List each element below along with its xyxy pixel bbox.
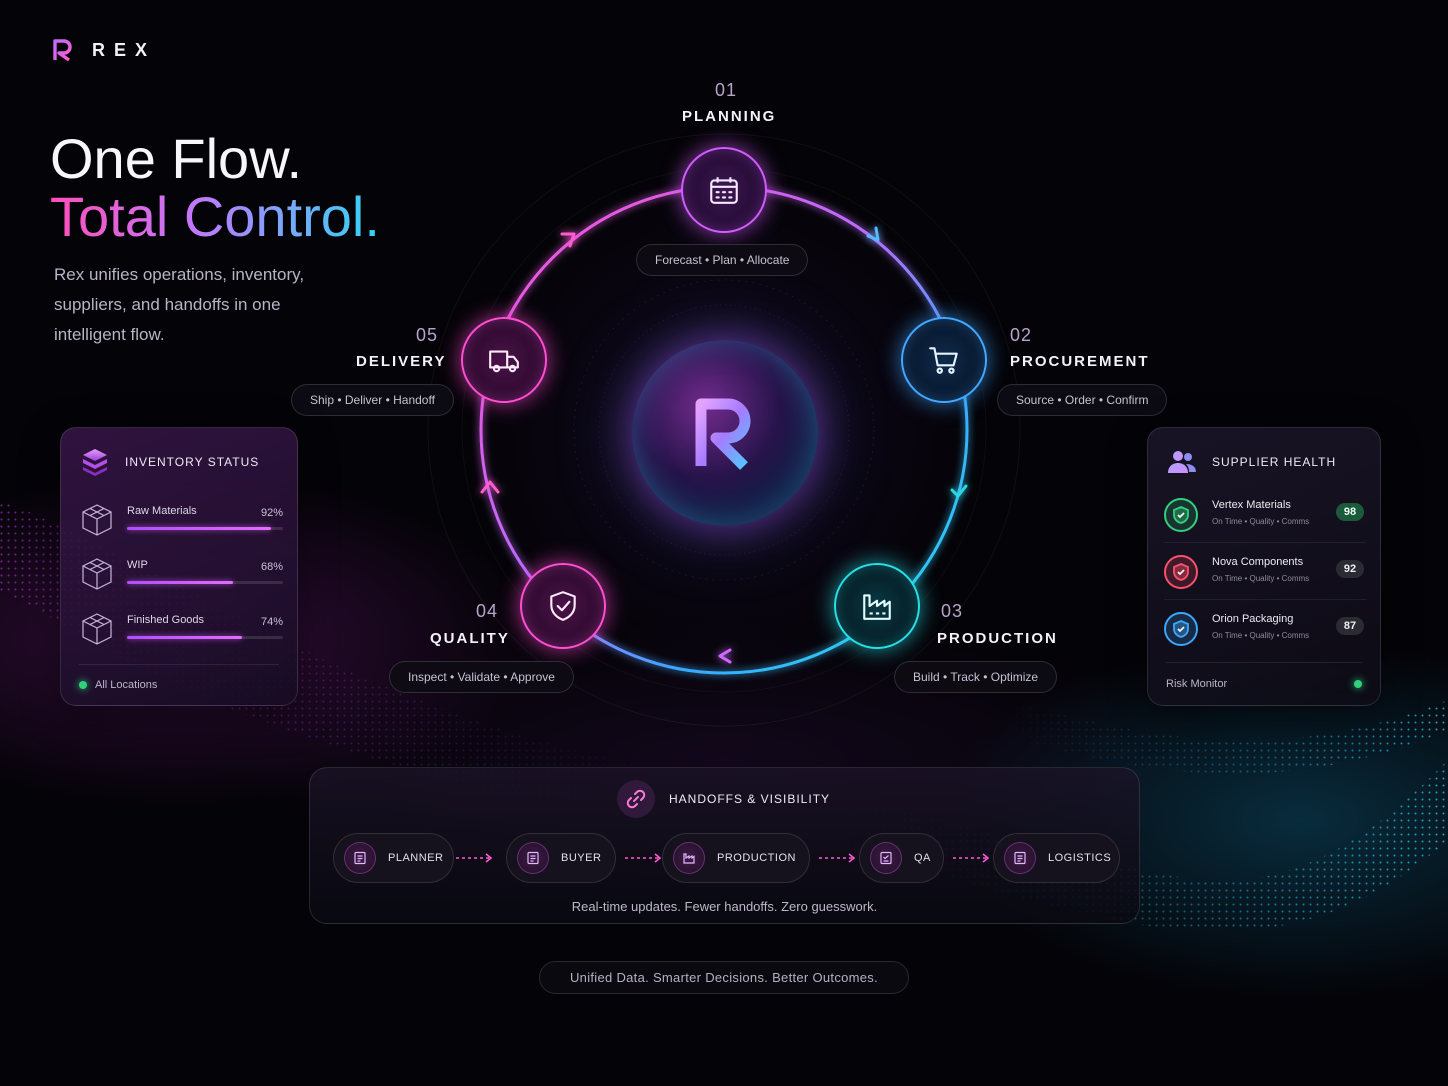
supplier-score-badge: 92 xyxy=(1336,560,1364,578)
dashed-arrow-icon xyxy=(953,853,990,863)
users-icon xyxy=(1168,451,1196,473)
cart-icon xyxy=(929,347,958,374)
supplier-row-vertex[interactable]: Vertex Materials On Time • Quality • Com… xyxy=(1164,496,1366,536)
cube-wireframe-icon xyxy=(82,613,112,645)
shield-check-icon xyxy=(550,591,576,621)
dashed-arrow-icon xyxy=(819,853,856,863)
step-title-planning: PLANNING xyxy=(682,108,777,125)
supplier-row-nova[interactable]: Nova Components On Time • Quality • Comm… xyxy=(1164,553,1366,593)
document-icon xyxy=(1004,842,1036,874)
document-icon xyxy=(344,842,376,874)
hero-title-line2: Total Control. xyxy=(50,185,380,248)
step-node-quality[interactable] xyxy=(520,563,606,649)
calendar-icon xyxy=(710,177,738,204)
step-tasks-delivery: Ship • Deliver • Handoff xyxy=(291,384,454,416)
card-divider xyxy=(79,664,279,665)
checklist-icon xyxy=(870,842,902,874)
inventory-row-raw-materials[interactable]: Raw Materials 92% xyxy=(79,502,283,546)
role-production[interactable]: PRODUCTION xyxy=(662,833,810,883)
role-qa[interactable]: QA xyxy=(859,833,944,883)
ring-arrow xyxy=(866,226,880,242)
handoffs-panel: HANDOFFS & VISIBILITY PLANNER BUYER PROD… xyxy=(309,767,1140,924)
role-logistics[interactable]: LOGISTICS xyxy=(993,833,1120,883)
handoffs-footer: Real-time updates. Fewer handoffs. Zero … xyxy=(571,899,878,914)
document-icon xyxy=(517,842,549,874)
supplier-title: SUPPLIER HEALTH xyxy=(1212,455,1337,469)
step-tasks-planning: Forecast • Plan • Allocate xyxy=(636,244,809,276)
status-dot xyxy=(79,681,87,689)
hero-subtitle: Rex unifies operations, inventory, suppl… xyxy=(54,265,305,344)
step-tasks-production: Build • Track • Optimize xyxy=(894,661,1058,693)
card-divider xyxy=(1166,662,1362,663)
step-title-production: PRODUCTION xyxy=(937,630,1058,647)
supplier-score-badge: 98 xyxy=(1336,503,1364,521)
step-number-planning: 01 xyxy=(715,80,738,100)
brand-name: REX xyxy=(92,39,157,60)
progress-track xyxy=(127,581,283,584)
step-tasks-quality: Inspect • Validate • Approve xyxy=(389,661,574,693)
step-title-procurement: PROCUREMENT xyxy=(1010,353,1150,370)
cube-wireframe-icon xyxy=(82,504,112,536)
step-tasks-procurement: Source • Order • Confirm xyxy=(997,384,1168,416)
progress-fill xyxy=(127,581,234,584)
step-title-quality: QUALITY xyxy=(430,630,510,647)
step-number-quality: 04 xyxy=(476,601,499,621)
tagline-pill: Unified Data. Smarter Decisions. Better … xyxy=(539,961,909,994)
row-separator xyxy=(1164,599,1366,600)
inventory-status-card[interactable]: INVENTORY STATUS Raw Materials 92% WIP 6… xyxy=(60,427,298,706)
dashed-arrow-icon xyxy=(456,853,493,863)
role-planner[interactable]: PLANNER xyxy=(333,833,454,883)
supplier-health-card[interactable]: SUPPLIER HEALTH Vertex Materials On Time… xyxy=(1147,427,1381,706)
supplier-row-orion[interactable]: Orion Packaging On Time • Quality • Comm… xyxy=(1164,610,1366,650)
step-number-production: 03 xyxy=(941,601,964,621)
step-title-delivery: DELIVERY xyxy=(356,353,447,370)
dashed-arrow-icon xyxy=(625,853,662,863)
inventory-row-finished-goods[interactable]: Finished Goods 74% xyxy=(79,611,283,655)
step-node-production[interactable] xyxy=(834,563,920,649)
supplier-score-badge: 87 xyxy=(1336,617,1364,635)
progress-track xyxy=(127,636,283,639)
supplier-shield-icon xyxy=(1164,555,1198,589)
risk-monitor-link[interactable]: Risk Monitor xyxy=(1166,678,1228,690)
brand-logo[interactable]: REX xyxy=(52,38,156,62)
step-number-procurement: 02 xyxy=(1010,325,1033,345)
hero-title-line1: One Flow. xyxy=(50,127,303,190)
link-icon xyxy=(617,780,655,818)
truck-icon xyxy=(489,350,519,373)
factory-icon xyxy=(863,594,891,620)
inventory-footer-link[interactable]: All Locations xyxy=(95,679,158,691)
handoffs-title: HANDOFFS & VISIBILITY xyxy=(669,792,831,806)
cube-stack-icon xyxy=(83,449,107,476)
role-buyer[interactable]: BUYER xyxy=(506,833,616,883)
step-node-planning[interactable] xyxy=(681,147,767,233)
cube-wireframe-icon xyxy=(82,558,112,590)
step-number-delivery: 05 xyxy=(416,325,439,345)
factory-small-icon xyxy=(673,842,705,874)
progress-fill xyxy=(127,527,271,530)
hero-title: One Flow. Total Control. xyxy=(50,130,380,246)
progress-fill xyxy=(127,636,243,639)
step-node-procurement[interactable] xyxy=(901,317,987,403)
row-separator xyxy=(1164,542,1366,543)
status-dot xyxy=(1354,680,1362,688)
inventory-row-wip[interactable]: WIP 68% xyxy=(79,556,283,600)
step-node-delivery[interactable] xyxy=(461,317,547,403)
rex-core-logo-icon xyxy=(695,398,751,470)
supplier-shield-icon xyxy=(1164,498,1198,532)
progress-track xyxy=(127,527,283,530)
inventory-title: INVENTORY STATUS xyxy=(125,455,260,469)
supplier-shield-icon xyxy=(1164,612,1198,646)
rex-logo-icon xyxy=(53,39,72,62)
